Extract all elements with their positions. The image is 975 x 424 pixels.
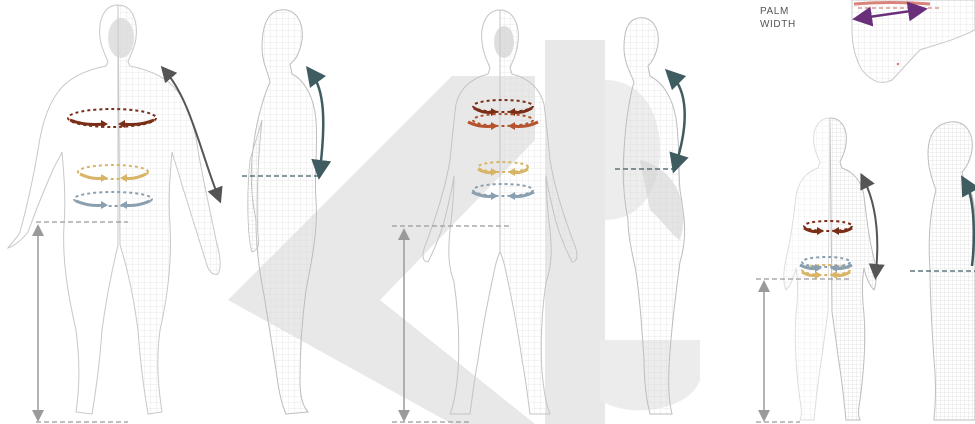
palm-width-label: PALM WIDTH: [760, 6, 796, 30]
male-inseam-measurement: [36, 222, 128, 422]
palm-width-label-line2: WIDTH: [760, 19, 796, 30]
hand-closeup-figure: [852, 0, 975, 82]
palm-width-label-line1: PALM: [760, 6, 789, 17]
male-front-figure: [8, 5, 220, 414]
male-side-figure: [248, 10, 317, 414]
child-front-figure: [784, 118, 876, 420]
